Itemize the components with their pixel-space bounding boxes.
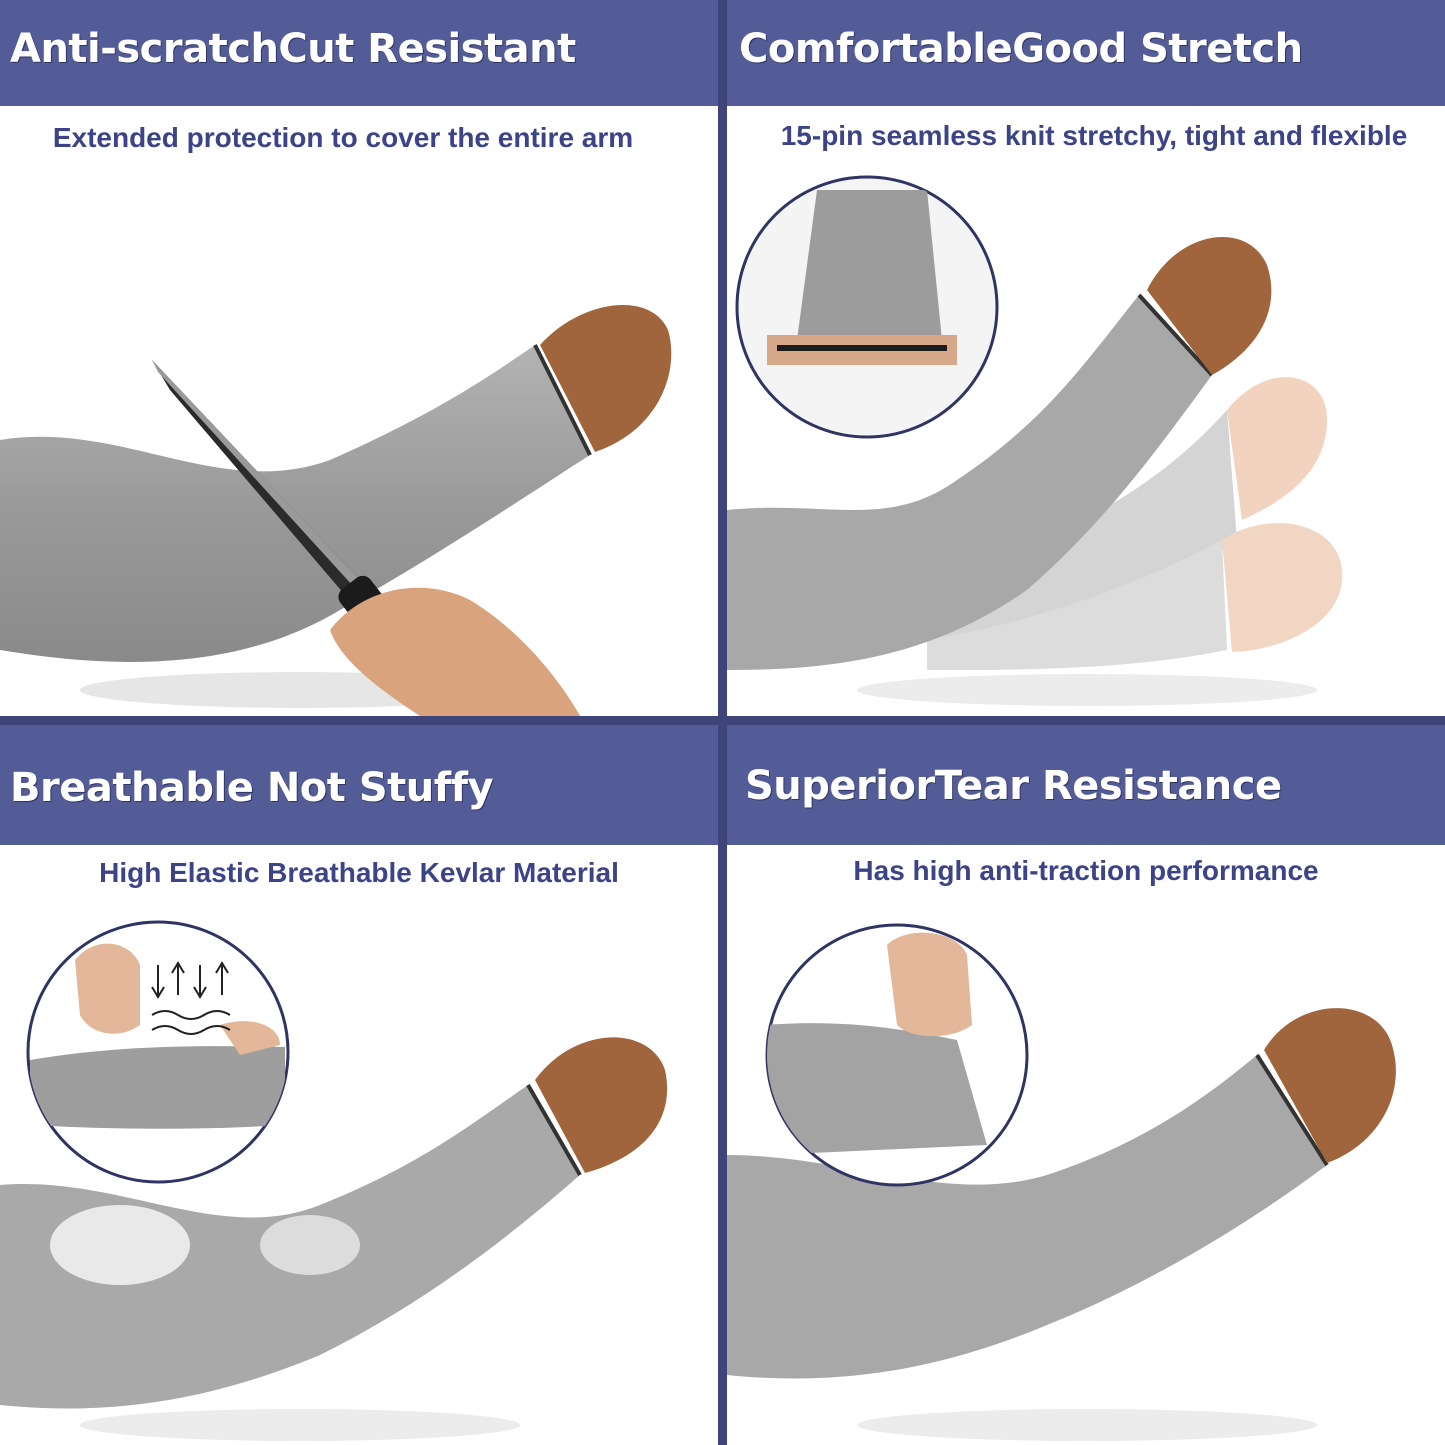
panel-cut-resistant: Anti-scratchCut Resistant Extended prote… [0,0,718,716]
panel-banner: Breathable Not Stuffy [0,725,718,845]
panel-subtitle: High Elastic Breathable Kevlar Material [99,857,619,888]
sleeve-tear-illustration [727,923,1396,1441]
panel-title: Anti-scratchCut Resistant [10,26,576,72]
panel-subtitle: Extended protection to cover the entire … [52,122,634,153]
panel-title: ComfortableGood Stretch [739,26,1303,72]
sleeve-stretch-illustration [727,175,1343,706]
panel-breathable: Breathable Not Stuffy High Elastic Breat… [0,725,718,1445]
sleeve-breathable-illustration [0,920,668,1441]
panel-good-stretch: ComfortableGood Stretch 15-pin seamless … [727,0,1445,716]
panel-subtitle: Has high anti-traction performance [853,855,1319,886]
panel-banner: SuperiorTear Resistance [727,725,1445,845]
panel-banner: Anti-scratchCut Resistant [0,0,718,106]
panel-subtitle: 15-pin seamless knit stretchy, tight and… [780,120,1408,151]
panel-banner: ComfortableGood Stretch [727,0,1445,106]
panel-title: SuperiorTear Resistance [745,763,1282,809]
panel-tear-resistance: SuperiorTear Resistance Has high anti-tr… [727,725,1445,1445]
panel-title: Breathable Not Stuffy [10,765,494,811]
sleeve-knife-illustration [0,304,672,716]
